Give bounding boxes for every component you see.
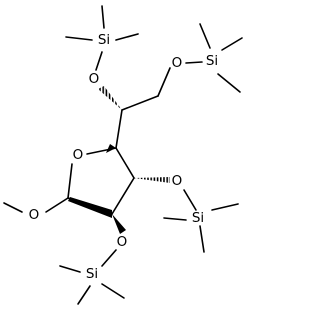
bond-si-top-methyl-left [65,36,93,41]
bond-si-right-methyl-upright [221,37,243,51]
bond-si-mid-methyl-down [199,225,205,253]
hashed-wedge-c3-o [134,177,170,183]
bond-si-bottom-methyl-right [101,283,125,299]
wedge-c1-c2-bold [68,197,112,218]
bond-c1-omethoxy [45,197,69,213]
bond-c3-c2 [111,177,135,215]
bond-si-mid-methyl-right [211,203,239,211]
bond-si-top-methyl-up [101,5,105,29]
atom-o-c2: O [117,234,128,250]
wedge-c2-o [112,214,126,234]
structure-diagram: Si O O Si O O Si O O Si [3,5,243,305]
bond-si-top-o [95,51,103,71]
atom-o-c3: O [172,173,183,189]
bond-si-bottom-methyl-down [77,285,91,305]
bond-si-bottom-methyl-left [59,265,81,273]
bond-oring-c1 [67,163,73,199]
atom-si-bottom: Si [86,266,98,282]
bond-si-top-methyl-right [115,33,139,41]
atom-o-ring: O [73,147,84,163]
atom-si-right: Si [206,53,218,69]
atom-si-top: Si [98,32,110,48]
bond-omethoxy-methyl [3,202,23,213]
bond-o-c2-si [101,249,117,267]
wedge-c4-up [106,144,116,153]
atom-o-top: O [89,71,100,87]
bond-si-right-methyl-upleft [199,23,211,49]
hashed-wedge-c5-o [98,86,122,110]
bond-c5-c4 [115,109,123,149]
bond-si-right-o [185,61,203,64]
bond-o-c3-si [183,189,197,211]
bond-c4-c3 [115,147,135,179]
bond-si-right-methyl-downright [217,73,241,93]
bond-ch2-c5 [121,95,159,111]
bond-si-mid-methyl-left [163,217,187,221]
atom-o-ch2: O [172,55,183,71]
bond-o-ch2 [157,67,171,97]
atom-si-mid: Si [192,210,204,226]
atom-o-methoxy: O [29,207,40,223]
